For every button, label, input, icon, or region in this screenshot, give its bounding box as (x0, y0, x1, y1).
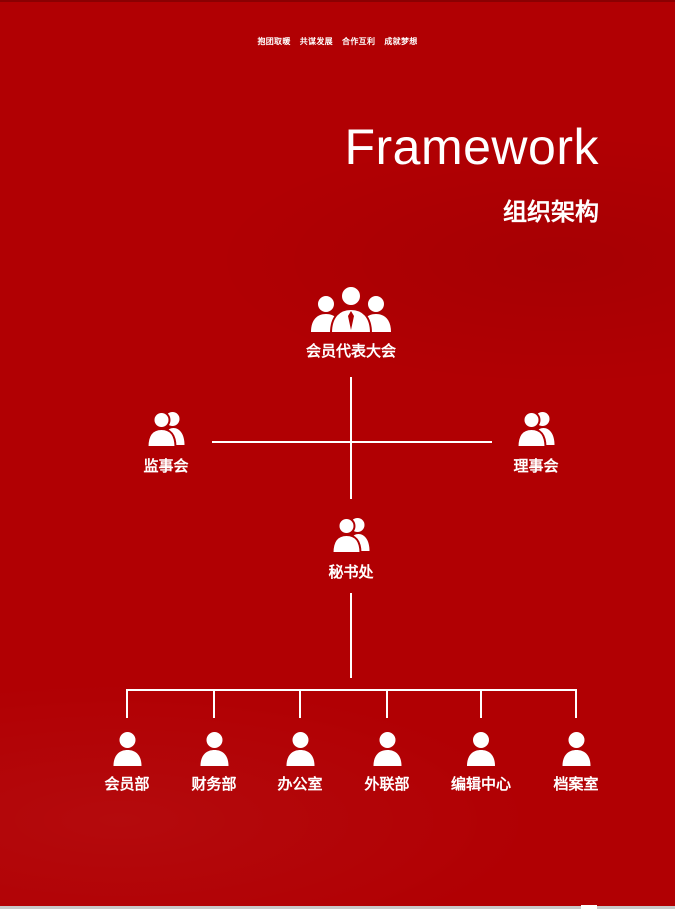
secretariat-label: 秘书处 (328, 563, 374, 581)
node-department-3: 办公室 (277, 731, 323, 794)
node-department-1: 会员部 (104, 731, 150, 794)
node-secretariat: 秘书处 (328, 515, 374, 582)
person-icon (466, 732, 495, 766)
slogan-4: 成就梦想 (384, 37, 418, 46)
top-border (0, 0, 675, 2)
title-chinese: 组织架构 (503, 198, 599, 226)
person-icon (112, 732, 141, 766)
bottom-border (0, 906, 675, 909)
title-english: Framework (344, 119, 599, 175)
department-label: 会员部 (104, 775, 150, 793)
corner-mark (581, 905, 597, 909)
department-label: 档案室 (553, 775, 599, 793)
group-of-three-people-icon (310, 285, 391, 334)
department-label: 办公室 (277, 775, 323, 793)
node-supervisory-board: 监事会 (143, 409, 189, 476)
supervisory-board-label: 监事会 (143, 457, 189, 475)
council-label: 理事会 (513, 457, 559, 475)
node-department-4: 外联部 (364, 731, 410, 794)
slogan-bar: 抱团取暖 共谋发展 合作互利 成就梦想 (0, 36, 675, 47)
department-label: 外联部 (364, 775, 410, 793)
congress-label: 会员代表大会 (305, 342, 397, 360)
node-department-2: 财务部 (191, 731, 237, 794)
person-icon (199, 732, 228, 766)
slogan-3: 合作互利 (342, 37, 376, 46)
node-council: 理事会 (513, 409, 559, 476)
slogan-2: 共谋发展 (299, 37, 333, 46)
department-label: 财务部 (191, 775, 237, 793)
person-icon (561, 732, 590, 766)
node-department-5: 编辑中心 (451, 731, 511, 794)
person-icon (285, 732, 314, 766)
two-people-icon (145, 411, 184, 448)
slogan-1: 抱团取暖 (257, 37, 291, 46)
two-people-icon (515, 411, 554, 448)
node-congress: 会员代表大会 (306, 284, 396, 361)
two-people-icon (330, 517, 369, 554)
person-icon (372, 732, 401, 766)
department-label: 编辑中心 (450, 775, 512, 793)
node-department-6: 档案室 (553, 731, 599, 794)
